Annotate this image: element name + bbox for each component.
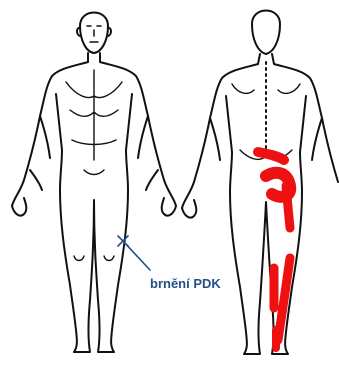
annotation-cross bbox=[118, 236, 128, 246]
front-knees bbox=[74, 256, 114, 261]
back-head bbox=[252, 11, 280, 55]
back-body-outline bbox=[182, 54, 338, 354]
front-figure bbox=[12, 13, 176, 353]
pain-calf-right bbox=[278, 258, 290, 340]
back-figure bbox=[182, 11, 338, 355]
front-face bbox=[87, 26, 101, 42]
annotation-label: brnění PDK bbox=[150, 276, 221, 291]
pain-posterior-thigh bbox=[286, 186, 290, 228]
front-chest-details bbox=[66, 70, 122, 175]
